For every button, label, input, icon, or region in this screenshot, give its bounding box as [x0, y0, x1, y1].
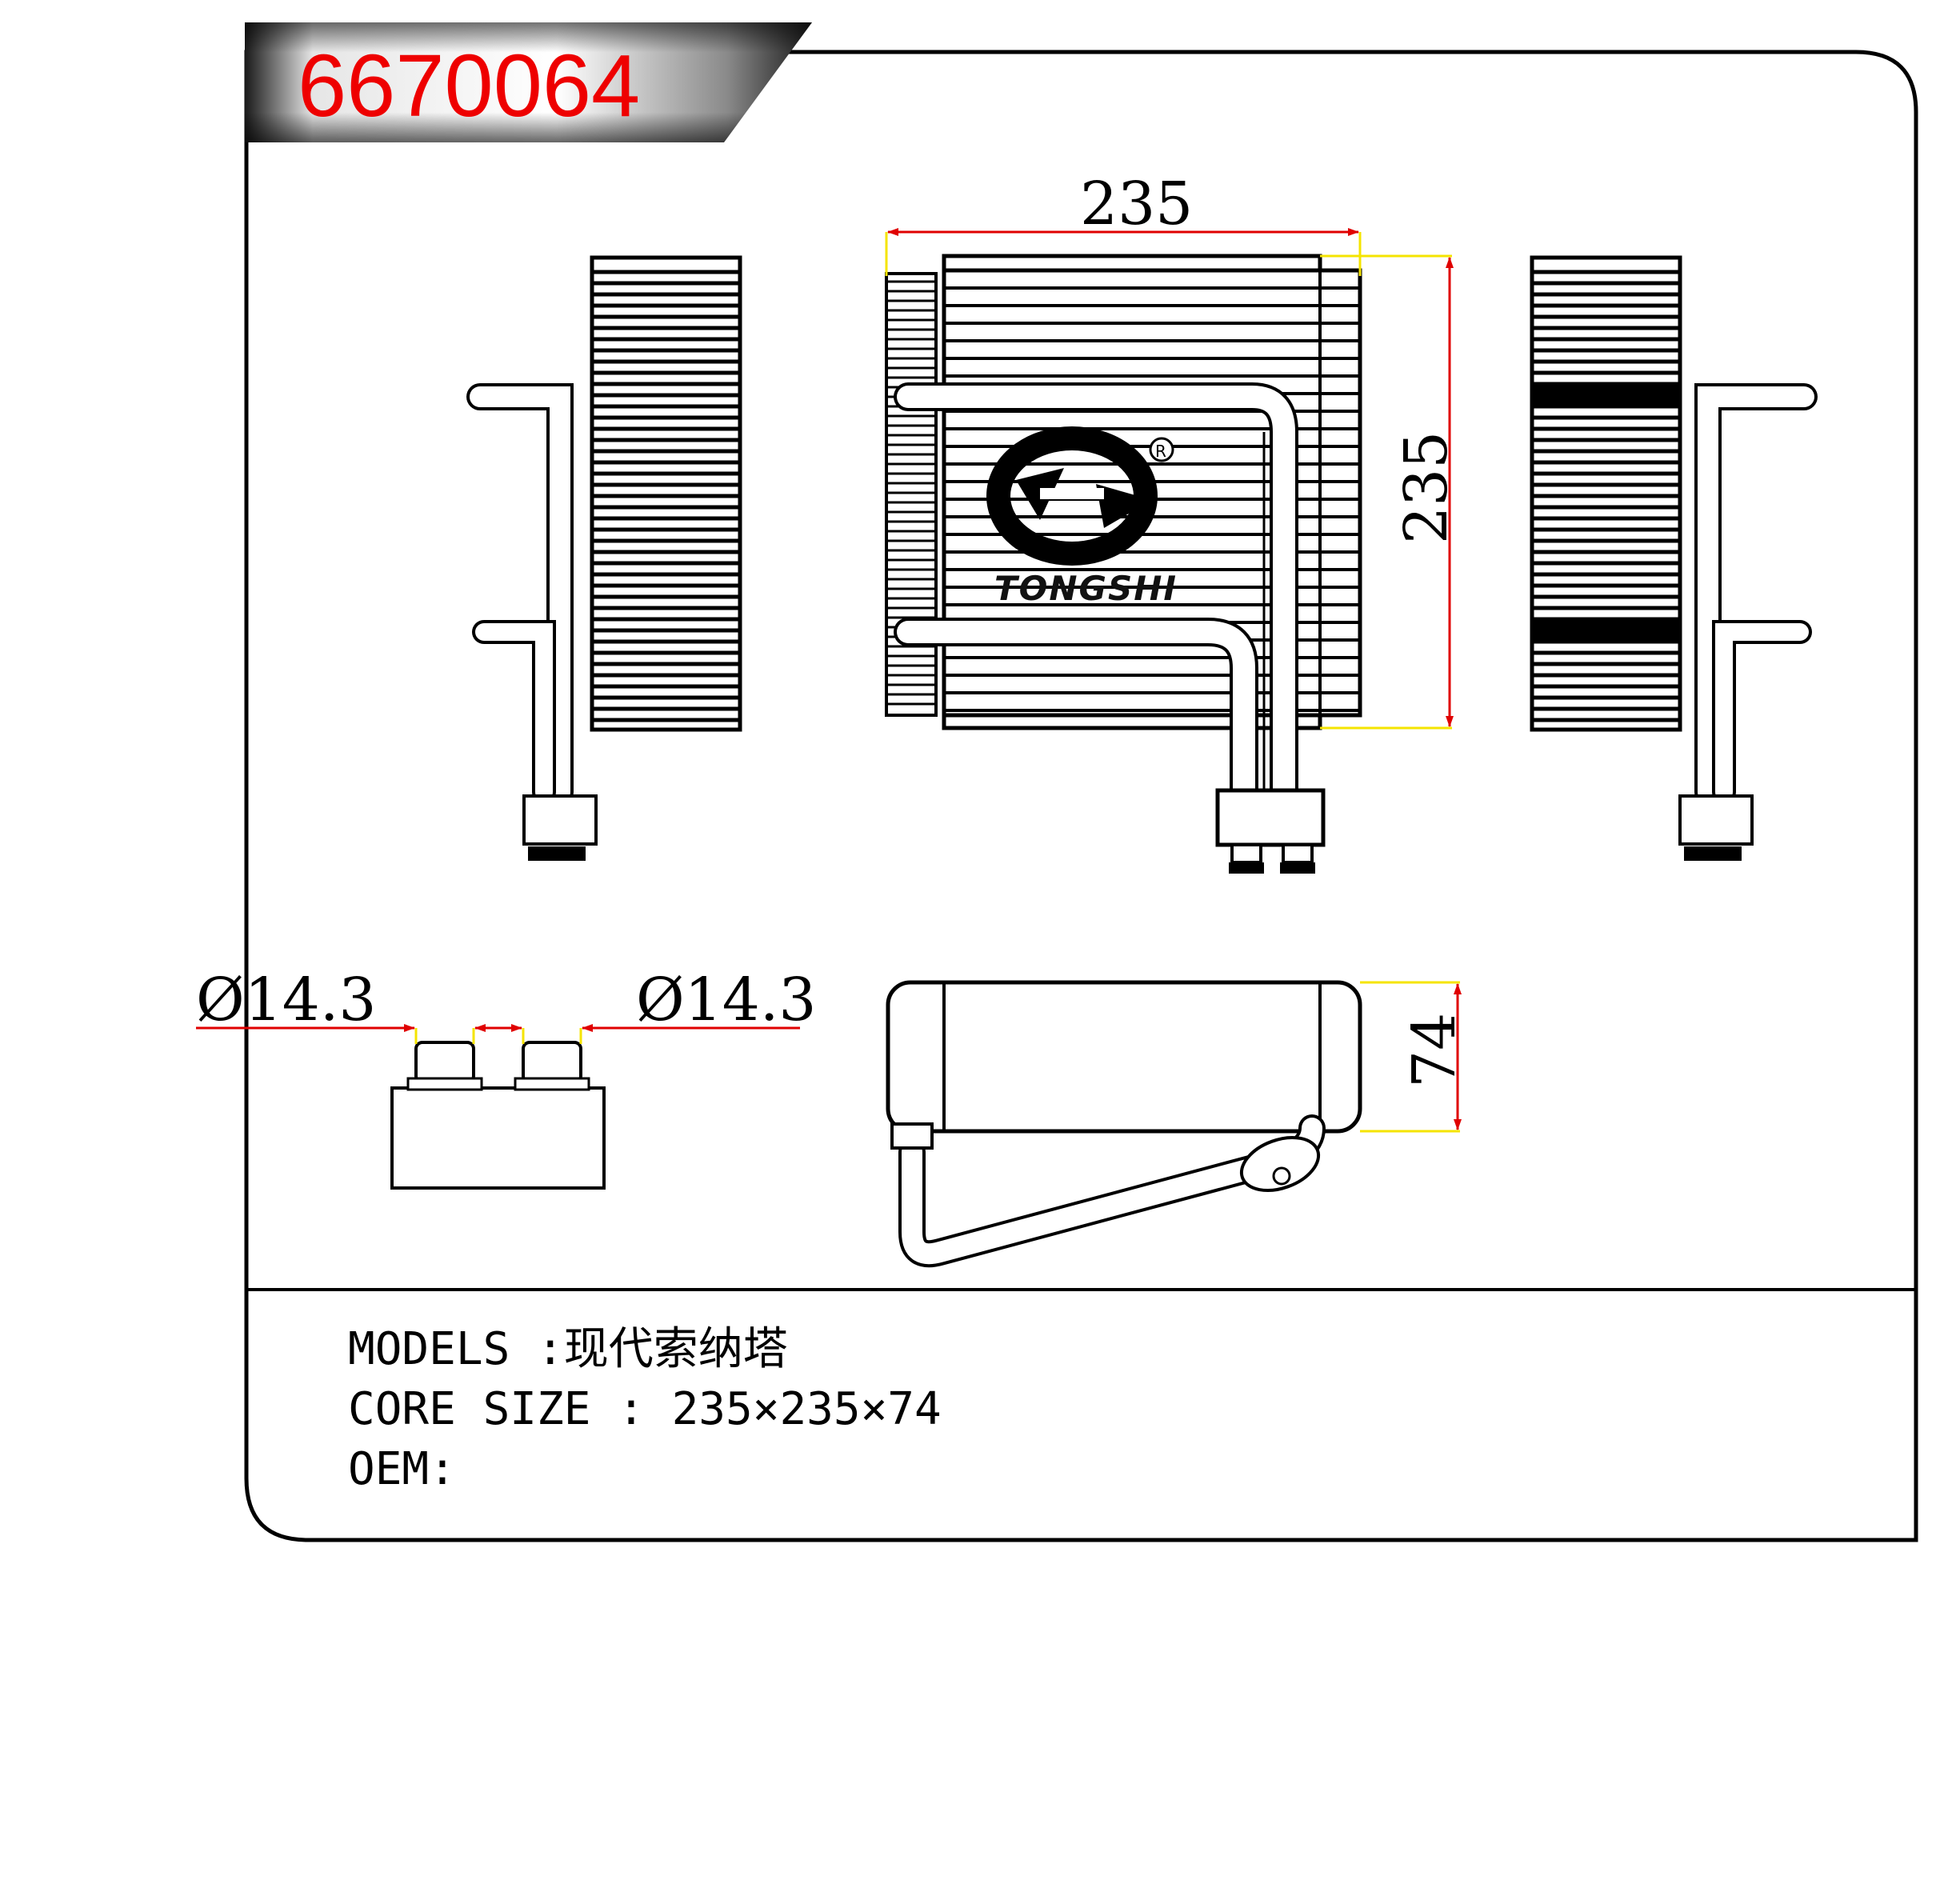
dimension-front-height: 235: [1320, 254, 1461, 730]
dimension-height-value: 235: [1392, 431, 1461, 544]
drawing-frame: [244, 50, 1918, 1542]
dimension-top-width: 235: [885, 170, 1362, 276]
models-line: MODELS :现代索纳塔: [348, 1323, 788, 1375]
pipe-diameter-left: Ø14.3: [196, 966, 376, 1034]
left-side-fins: [594, 270, 738, 722]
dimension-width-value: 235: [1080, 170, 1193, 238]
front-view: R TONGSHI: [885, 254, 1362, 874]
part-number-banner: 6670064: [245, 22, 812, 142]
dimension-depth-value: 74: [1400, 1013, 1469, 1088]
oem-line: OEM:: [348, 1443, 456, 1495]
registered-mark-icon: R: [1149, 437, 1174, 462]
dimension-pipe-diameters: Ø14.3 Ø14.3: [196, 966, 816, 1044]
fitting-detail-view: [390, 1041, 606, 1190]
info-block: MODELS :现代索纳塔 CORE SIZE : 235×235×74 OEM…: [348, 1323, 942, 1495]
right-side-view: [1530, 255, 1818, 861]
brand-logo-text: TONGSHI: [994, 569, 1178, 608]
left-side-view: [466, 255, 742, 861]
dimension-depth: 74: [1360, 981, 1469, 1133]
pipe-diameter-right: Ø14.3: [636, 966, 816, 1034]
core-size-line: CORE SIZE : 235×235×74: [348, 1383, 942, 1435]
brand-logo-icon: [986, 426, 1158, 566]
depth-view: [886, 980, 1362, 1268]
part-number: 6670064: [298, 37, 640, 135]
right-side-fins: [1534, 270, 1678, 722]
svg-text:R: R: [1155, 442, 1166, 461]
